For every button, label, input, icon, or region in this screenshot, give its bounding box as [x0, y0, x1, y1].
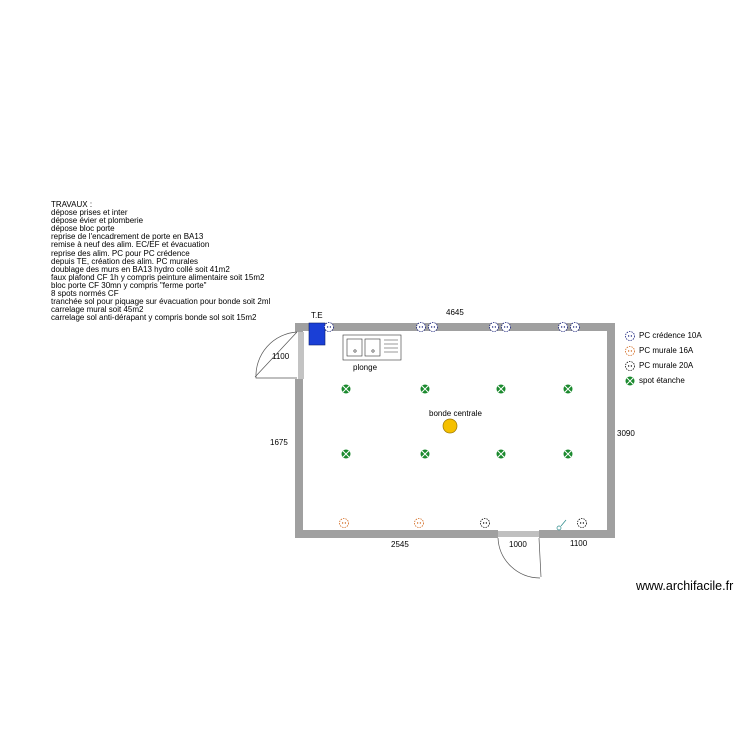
dim-bottom-right: 1100 — [570, 539, 588, 548]
spot-icon — [625, 376, 635, 386]
outlet-credence-icon[interactable] — [570, 322, 580, 332]
dim-top-width: 4645 — [446, 308, 464, 317]
note-line: tranchée sol pour piquage sur évacuation… — [51, 297, 271, 307]
note-line: dépose bloc porte — [51, 224, 115, 234]
spot-light-icon[interactable] — [496, 449, 506, 459]
note-line: carrelage mural soit 45m2 — [51, 305, 144, 315]
dim-right-wall: 3090 — [617, 429, 635, 438]
note-line: dépose prises et inter — [51, 208, 128, 218]
te-label: T.E — [311, 311, 323, 320]
valve-icon — [556, 519, 567, 531]
spot-light-icon[interactable] — [420, 384, 430, 394]
note-line: reprise des alim. PC pour PC crédence — [51, 248, 190, 258]
outlet-16a-icon[interactable] — [414, 518, 424, 528]
wall-bottom-left — [295, 530, 498, 538]
bottom-door[interactable] — [497, 531, 542, 579]
note-line: faux plafond CF 1h y compris peinture al… — [51, 272, 265, 282]
left-door[interactable] — [254, 331, 304, 379]
outlet-16a-icon[interactable] — [339, 518, 349, 528]
outlet-20a-icon[interactable] — [577, 518, 587, 528]
note-line: doublage des murs en BA13 hydro collé so… — [51, 264, 230, 274]
outlet-credence-icon[interactable] — [324, 322, 334, 332]
electrical-panel[interactable] — [308, 322, 326, 346]
dim-left-wall: 1675 — [270, 438, 288, 447]
outlet-16a-icon — [625, 346, 635, 356]
dim-left-door: 1100 — [272, 352, 290, 361]
spot-light-icon[interactable] — [341, 449, 351, 459]
wall-right — [607, 323, 615, 538]
wall-left-top — [295, 323, 303, 332]
outlet-20a-icon — [625, 361, 635, 371]
outlet-credence-icon[interactable] — [489, 322, 499, 332]
sink[interactable] — [342, 334, 402, 361]
wall-top — [295, 323, 615, 331]
dim-bottom-door: 1000 — [509, 540, 527, 549]
watermark: www.archifacile.fr — [636, 579, 734, 593]
note-line: 8 spots normés CF — [51, 289, 119, 299]
dim-bottom-left: 2545 — [391, 540, 409, 549]
outlet-credence-icon — [625, 331, 635, 341]
central-drain-icon[interactable] — [442, 418, 458, 434]
outlet-credence-icon[interactable] — [428, 322, 438, 332]
note-line: carrelage sol anti-dérapant y compris bo… — [51, 313, 257, 323]
outlet-credence-icon[interactable] — [416, 322, 426, 332]
note-line: reprise de l'encadrement de porte en BA1… — [51, 232, 204, 242]
note-line: dépose évier et plomberie — [51, 216, 144, 226]
work-notes: TRAVAUX : dépose prises et inter dépose … — [51, 200, 271, 323]
outlet-20a-icon[interactable] — [480, 518, 490, 528]
wall-bottom-right — [539, 530, 615, 538]
spot-light-icon[interactable] — [563, 449, 573, 459]
outlet-credence-icon[interactable] — [501, 322, 511, 332]
spot-light-icon[interactable] — [341, 384, 351, 394]
spot-light-icon[interactable] — [563, 384, 573, 394]
walls — [295, 323, 615, 538]
outlet-credence-icon[interactable] — [558, 322, 568, 332]
notes-title: TRAVAUX : — [51, 200, 93, 209]
plonge-label: plonge — [353, 363, 378, 372]
spot-light-icon[interactable] — [420, 449, 430, 459]
wall-left-bottom — [295, 379, 303, 538]
spot-light-icon[interactable] — [496, 384, 506, 394]
note-line: bloc porte CF 30mn y compris "ferme port… — [51, 280, 207, 290]
note-line: remise à neuf des alim. EC/EF et évacuat… — [51, 240, 210, 250]
note-line: depuis TE, création des alim. PC murales — [51, 256, 199, 266]
bonde-label: bonde centrale — [429, 409, 482, 418]
